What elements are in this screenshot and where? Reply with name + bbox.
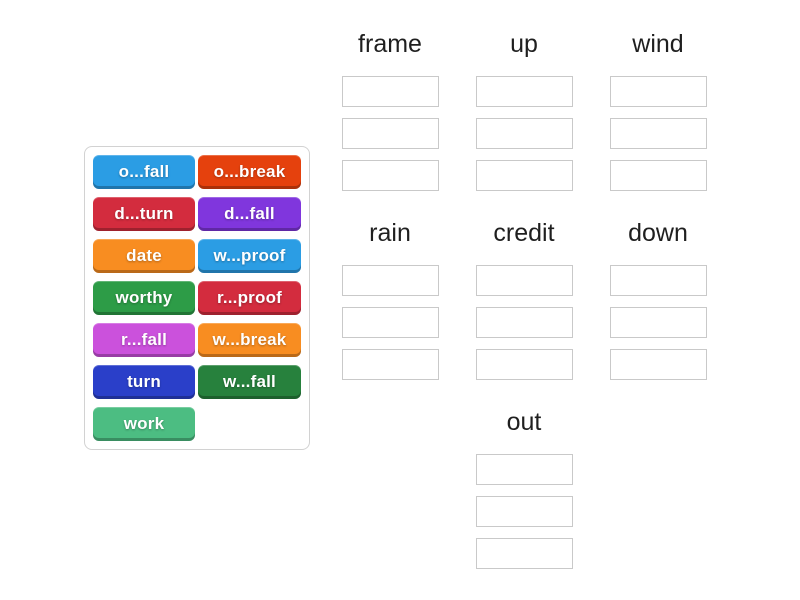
groups-area: frame up wind rain credit down out [323,30,725,569]
tile-r-fall[interactable]: r...fall [93,323,195,357]
tile-turn[interactable]: turn [93,365,195,399]
drop-slot-up-3[interactable] [475,160,573,191]
drop-slot-down-3[interactable] [609,349,707,380]
group-title-rain: rain [369,219,411,247]
group-wind: wind [591,30,725,191]
group-credit: credit [457,219,591,380]
tile-worthy[interactable]: worthy [93,281,195,315]
group-rain: rain [323,219,457,380]
drop-slot-rain-2[interactable] [341,307,439,338]
drop-slot-frame-2[interactable] [341,118,439,149]
drop-slot-credit-1[interactable] [475,265,573,296]
word-bank: o...fall o...break d...turn d...fall dat… [84,146,310,450]
group-title-frame: frame [358,30,422,58]
group-title-wind: wind [632,30,684,58]
group-frame: frame [323,30,457,191]
drop-slot-frame-3[interactable] [341,160,439,191]
group-title-down: down [628,219,688,247]
group-title-out: out [506,408,542,436]
tile-d-turn[interactable]: d...turn [93,197,195,231]
drop-slot-down-2[interactable] [609,307,707,338]
tile-r-proof[interactable]: r...proof [198,281,301,315]
tile-w-fall[interactable]: w...fall [198,365,301,399]
tile-o-break[interactable]: o...break [198,155,301,189]
drop-slot-up-1[interactable] [475,76,573,107]
drop-slot-credit-3[interactable] [475,349,573,380]
group-down: down [591,219,725,380]
drop-slot-out-3[interactable] [475,538,573,569]
tile-w-proof[interactable]: w...proof [198,239,301,273]
group-up: up [457,30,591,191]
word-bank-empty-cell [198,407,301,441]
drop-slot-wind-2[interactable] [609,118,707,149]
drop-slot-out-2[interactable] [475,496,573,527]
drop-slot-up-2[interactable] [475,118,573,149]
drop-slot-out-1[interactable] [475,454,573,485]
group-title-credit: credit [493,219,555,247]
drop-slot-wind-3[interactable] [609,160,707,191]
tile-date[interactable]: date [93,239,195,273]
tile-o-fall[interactable]: o...fall [93,155,195,189]
drop-slot-rain-3[interactable] [341,349,439,380]
tile-w-break[interactable]: w...break [198,323,301,357]
drop-slot-wind-1[interactable] [609,76,707,107]
drop-slot-down-1[interactable] [609,265,707,296]
tile-d-fall[interactable]: d...fall [198,197,301,231]
group-out: out [457,408,591,569]
tile-work[interactable]: work [93,407,195,441]
drop-slot-frame-1[interactable] [341,76,439,107]
group-title-up: up [510,30,538,58]
drop-slot-credit-2[interactable] [475,307,573,338]
drop-slot-rain-1[interactable] [341,265,439,296]
